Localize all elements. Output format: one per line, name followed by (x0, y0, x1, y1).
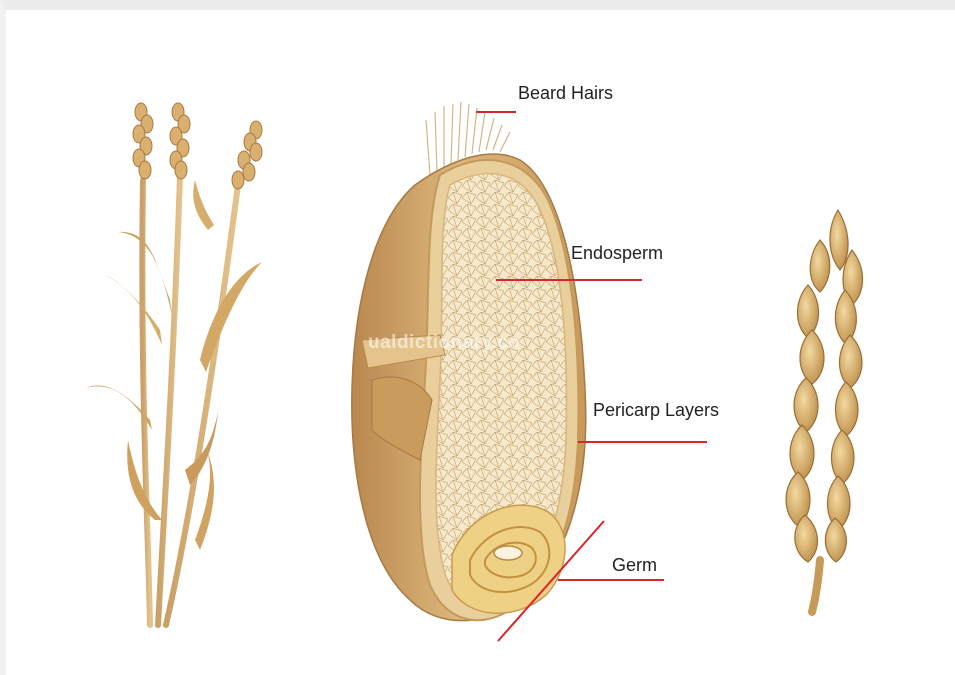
endosperm-label: Endosperm (571, 243, 663, 264)
watermark: ualdictionary.co (368, 332, 520, 354)
wheat-plant-icon (86, 103, 262, 625)
grain-cross-section-icon (352, 102, 586, 621)
wheat-ear-icon (786, 210, 863, 612)
pericarp-layers-label: Pericarp Layers (593, 400, 719, 421)
beard-hairs-label: Beard Hairs (518, 83, 613, 104)
germ-label: Germ (612, 555, 657, 576)
